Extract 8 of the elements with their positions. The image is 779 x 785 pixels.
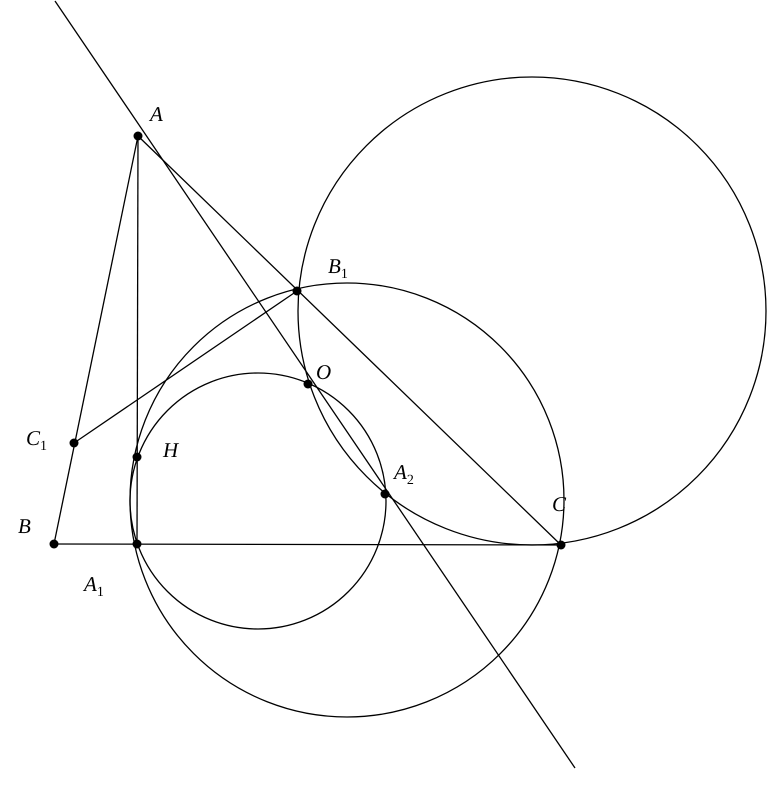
point-label: A xyxy=(150,104,163,125)
point-label: A$_{1}$ xyxy=(84,574,104,600)
point-label: A$_{2}$ xyxy=(394,462,414,488)
point-label: C$_{1}$ xyxy=(26,428,48,454)
point-label: B$_{1}$ xyxy=(328,256,348,282)
point-label: H xyxy=(163,440,178,461)
point-label: O xyxy=(316,362,332,383)
point-label: B xyxy=(18,516,31,537)
